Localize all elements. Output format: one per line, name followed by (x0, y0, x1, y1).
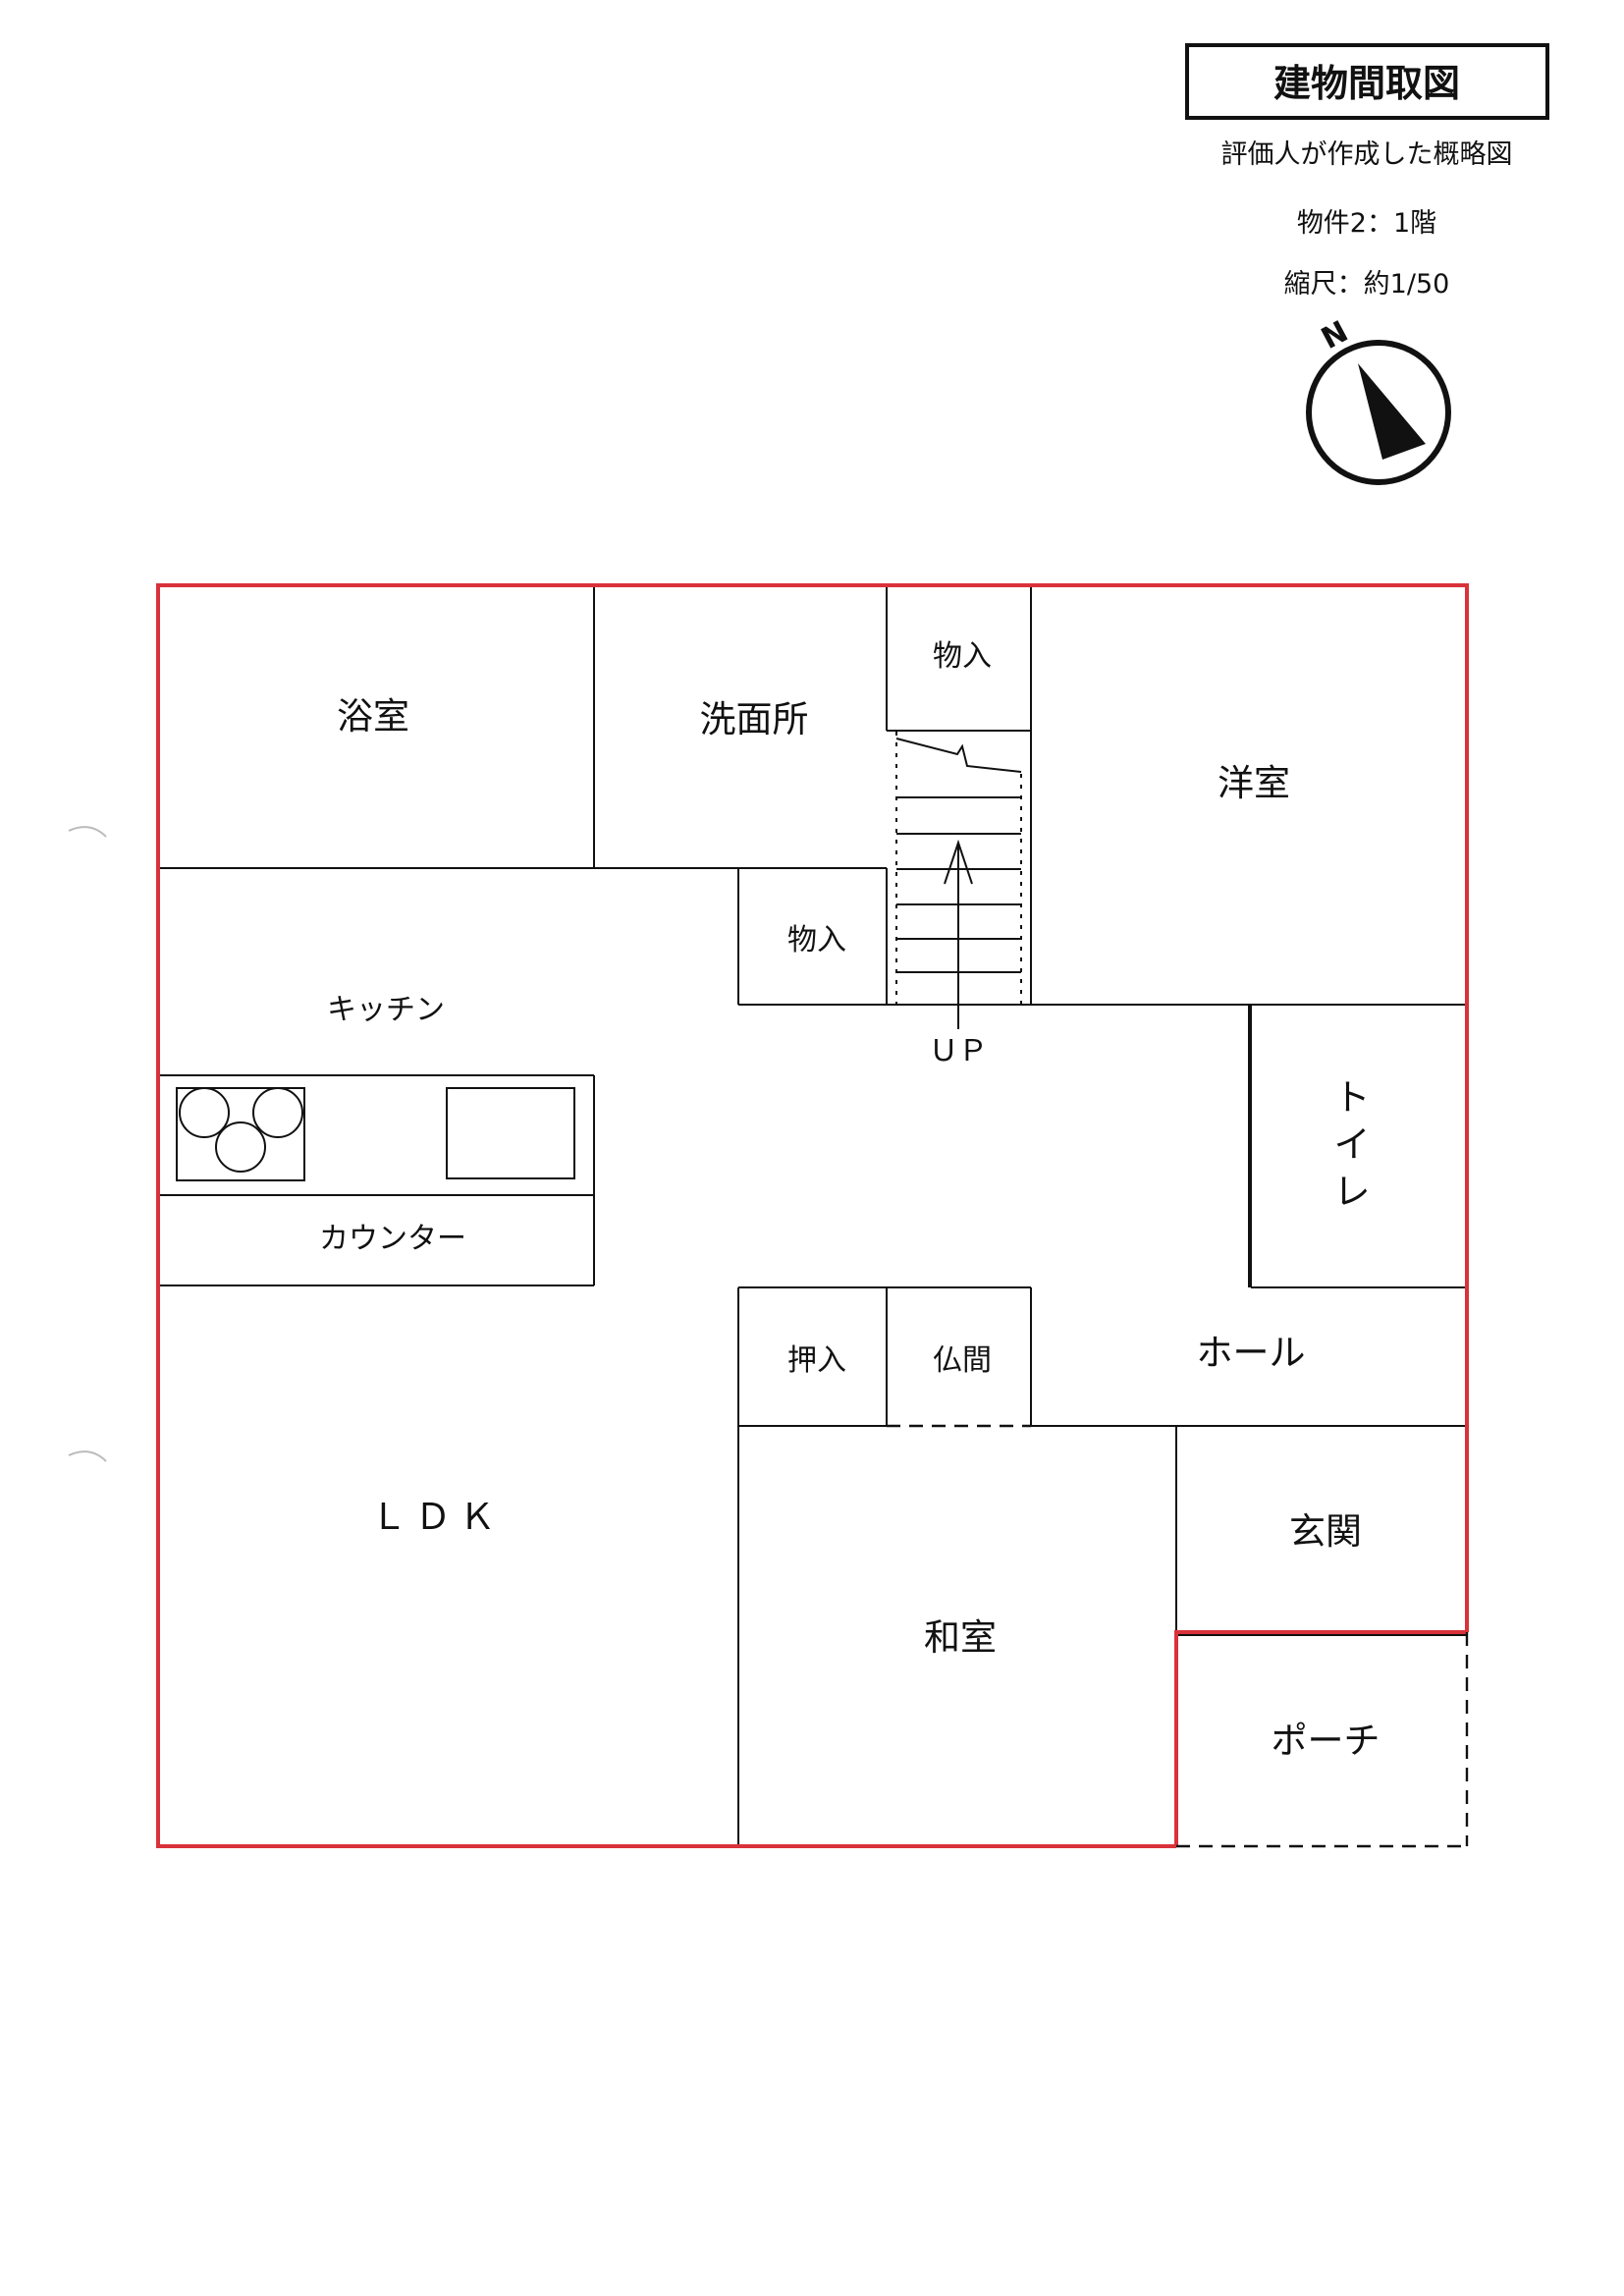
porch-outline (1174, 1630, 1467, 1846)
scale-label: 縮尺：約1/50 (1284, 269, 1450, 300)
room-toilet-2: イ (1334, 1123, 1371, 1166)
room-japanese: 和室 (924, 1616, 997, 1659)
room-porch: ポーチ (1272, 1720, 1380, 1762)
sink (446, 1087, 575, 1179)
room-washroom: 洗面所 (700, 698, 809, 740)
room-entrance: 玄関 (1289, 1510, 1362, 1553)
kitchen-counter (158, 1074, 595, 1286)
room-kitchen: キッチン (327, 993, 445, 1027)
burner-icon (215, 1121, 266, 1173)
note: 評価人が作成した概略図 (1221, 139, 1513, 170)
room-storage-top: 物入 (933, 639, 992, 674)
title: 建物間取図 (1273, 62, 1460, 105)
room-toilet-3: レ (1334, 1171, 1371, 1213)
staircase (895, 732, 1022, 1029)
punch-mark-top (68, 826, 107, 838)
room-labels: 浴室 洗面所 物入 洋室 物入 キッチン ＵＰ ト イ レ カウンター 押入 仏… (319, 639, 1380, 1762)
interior-walls (158, 587, 1467, 1847)
burner-icon (252, 1087, 303, 1138)
stair-up-label: ＵＰ (929, 1034, 988, 1068)
title-box (1185, 43, 1549, 120)
room-ldk: ＬＤＫ (371, 1496, 504, 1538)
counter-label: カウンター (319, 1222, 466, 1256)
room-altar: 仏間 (933, 1343, 992, 1378)
punch-mark-bottom (68, 1450, 107, 1462)
room-western: 洋室 (1218, 762, 1290, 804)
room-closet: 押入 (787, 1343, 846, 1378)
room-storage-mid: 物入 (787, 923, 846, 957)
property-label: 物件2：1階 (1297, 208, 1436, 239)
room-hall: ホール (1197, 1332, 1306, 1374)
building-outline (156, 583, 1469, 1848)
stove (176, 1087, 305, 1181)
burner-icon (179, 1087, 230, 1138)
room-bath: 浴室 (337, 695, 409, 738)
north-compass-icon: N (1306, 314, 1451, 485)
room-toilet-1: ト (1334, 1076, 1371, 1119)
